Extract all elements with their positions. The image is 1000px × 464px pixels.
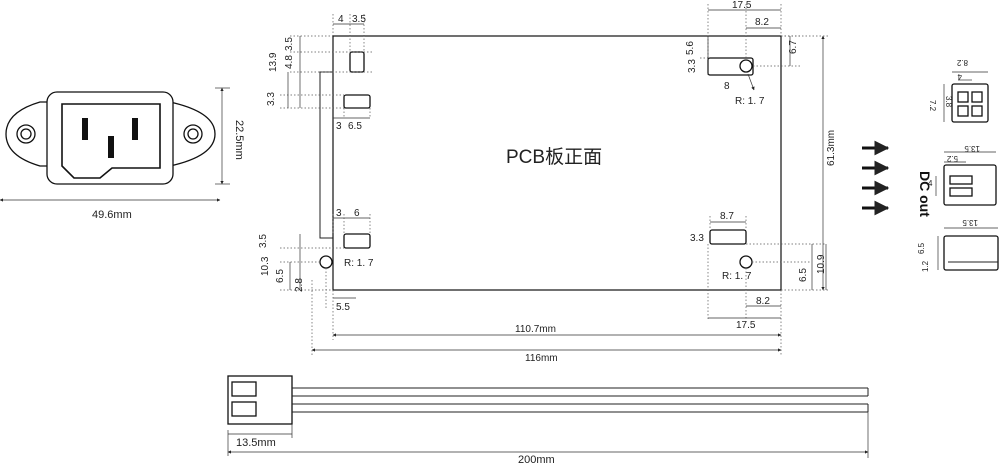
- dc-mid-d1: 13.5: [964, 144, 980, 153]
- inlet-height-label: 22.5mm: [233, 120, 245, 160]
- dim-tr-sub: 8.2: [755, 17, 769, 28]
- pcb-overall-label: 116mm: [525, 353, 558, 364]
- dc-connector-top: [943, 71, 989, 123]
- dim-bl-h1: 3: [336, 208, 342, 219]
- dim-br-bottom: 17.5: [736, 320, 756, 331]
- dc-bot-d1: 13.5: [962, 218, 978, 227]
- dim-tr-v1: 5.6: [685, 41, 696, 55]
- cable-connector-label: 13.5mm: [236, 437, 276, 449]
- dim-br-radius: R: 1. 7: [722, 271, 752, 282]
- dim-tl-h2: 6.5: [348, 121, 362, 132]
- pcb-title: PCB板正面: [506, 146, 602, 168]
- dc-connector-bottom: [937, 227, 999, 271]
- dim-bl-v3: 6.5: [275, 269, 286, 283]
- dc-bot-d3: 1.2: [921, 260, 930, 272]
- dc-bot-d2: 6.5: [917, 242, 926, 254]
- ac-inlet-drawing: [0, 87, 230, 202]
- dim-tl-d1: 4: [338, 14, 344, 25]
- dim-br-w: 8.7: [720, 211, 734, 222]
- dim-bl-radius: R: 1. 7: [344, 258, 374, 269]
- dim-bl-v1: 3.5: [258, 234, 269, 248]
- dc-top-d2: 4: [957, 72, 962, 81]
- dim-br-right2: 10.9: [816, 254, 827, 274]
- dim-tr-w: 8: [724, 81, 730, 92]
- dc-top-d1: 8.2: [956, 58, 968, 67]
- pcb-width-label: 110.7mm: [515, 324, 556, 335]
- dc-connector-mid: [935, 151, 997, 206]
- dim-bl-v2: 10.3: [260, 256, 271, 276]
- pcb-drawing: [280, 4, 830, 355]
- dim-tl-h1: 3: [336, 121, 342, 132]
- dc-top-d3: 3.8: [944, 96, 953, 108]
- inlet-width-label: 49.6mm: [92, 209, 132, 221]
- pcb-height-label: 61.3mm: [826, 130, 837, 166]
- dim-tl-d2: 3.5: [352, 14, 366, 25]
- dc-out-label: DC out: [917, 171, 933, 217]
- dc-out-arrows: [862, 140, 890, 216]
- dim-tl-v4: 3.3: [266, 92, 277, 106]
- dim-br-sub: 8.2: [756, 296, 770, 307]
- dim-bl-v4: 2.8: [294, 278, 305, 292]
- dim-tl-v1: 3.5: [284, 37, 295, 51]
- dim-tl-v2: 4.8: [284, 55, 295, 69]
- cable-drawing: [227, 375, 869, 458]
- dim-br-v: 3.3: [690, 233, 704, 244]
- dim-tr-right: 6.7: [788, 40, 799, 54]
- cable-length-label: 200mm: [518, 454, 555, 464]
- dim-br-right1: 6.5: [798, 268, 809, 282]
- dim-bl-bottom: 5.5: [336, 302, 350, 313]
- dc-top-d4: 7.2: [928, 100, 937, 112]
- dim-tr-top: 17.5: [732, 0, 752, 11]
- dc-mid-d3: 4: [928, 179, 933, 188]
- dim-tr-v2: 3.3: [687, 59, 698, 73]
- dim-bl-h2: 6: [354, 208, 360, 219]
- dc-mid-d2: 5.2: [946, 154, 958, 163]
- dim-tl-v3: 13.9: [268, 52, 279, 72]
- dim-tr-radius: R: 1. 7: [735, 96, 765, 107]
